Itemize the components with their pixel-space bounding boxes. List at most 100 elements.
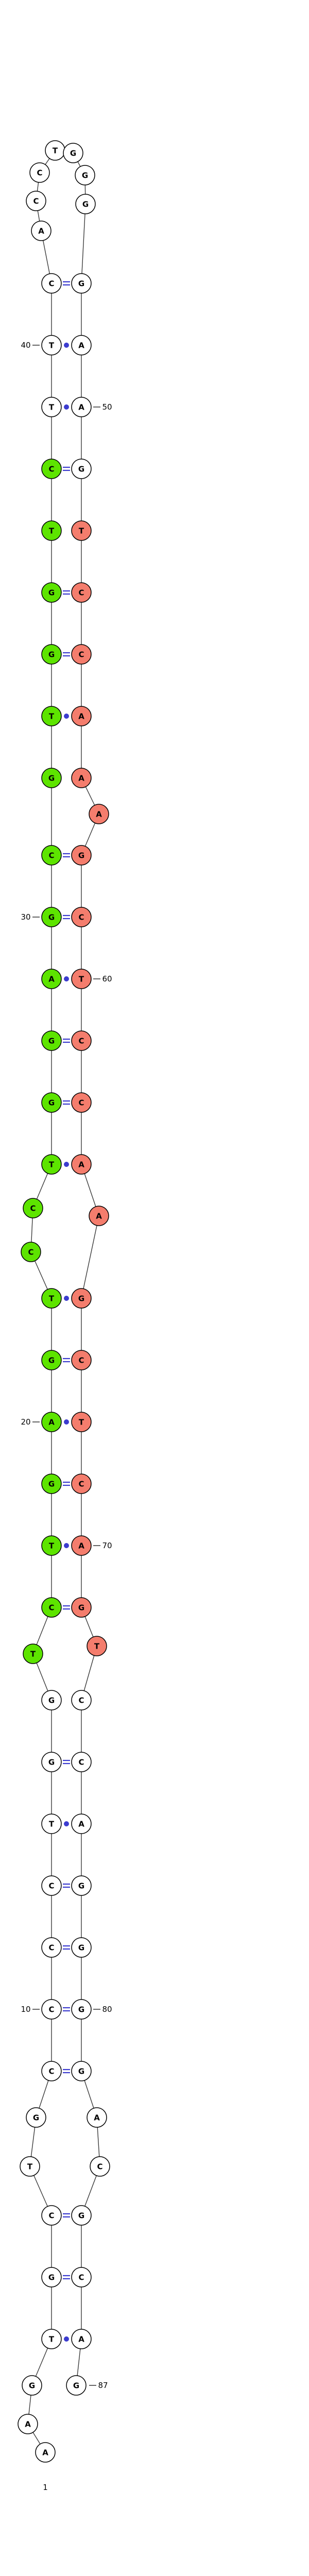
nucleotide-letter: G bbox=[78, 1294, 84, 1303]
nucleotide bbox=[71, 582, 92, 603]
nucleotide bbox=[41, 907, 62, 927]
nucleotide bbox=[89, 1206, 109, 1226]
nucleotide-letter: C bbox=[78, 588, 84, 598]
nucleotide bbox=[41, 459, 62, 479]
nucleotide bbox=[26, 2107, 46, 2128]
nucleotide-letter: C bbox=[78, 1480, 84, 1489]
nucleotide-letter: G bbox=[78, 1603, 84, 1613]
nucleotide bbox=[35, 2442, 56, 2463]
nucleotide-letter: C bbox=[48, 465, 54, 474]
nucleotide bbox=[71, 1999, 92, 2020]
nucleotide-letter: T bbox=[49, 403, 55, 412]
nucleotide-letter: T bbox=[79, 1418, 84, 1427]
position-label: 50 bbox=[102, 402, 112, 412]
nucleotide bbox=[71, 1154, 92, 1175]
nucleotide bbox=[71, 1412, 92, 1432]
nucleotide bbox=[71, 2205, 92, 2226]
nucleotide bbox=[41, 845, 62, 866]
nucleotide-letter: C bbox=[48, 1882, 54, 1891]
nucleotide bbox=[41, 2267, 62, 2287]
nucleotide-letter: G bbox=[48, 1758, 55, 1767]
nucleotide bbox=[71, 1535, 92, 1556]
nucleotide bbox=[41, 1752, 62, 1772]
nucleotide-letter: A bbox=[38, 227, 44, 236]
nucleotide-letter: G bbox=[48, 1356, 55, 1365]
nucleotide bbox=[71, 1092, 92, 1113]
nucleotide-letter: C bbox=[48, 1603, 54, 1613]
position-label: 10 bbox=[21, 2005, 30, 2014]
nucleotide-letter: G bbox=[70, 149, 76, 158]
nucleotide-letter: C bbox=[48, 1943, 54, 1953]
nucleotide bbox=[71, 969, 92, 989]
nucleotide-letter: A bbox=[42, 2448, 48, 2458]
nucleotide-letter: A bbox=[78, 1160, 84, 1170]
nucleotide bbox=[71, 1875, 92, 1896]
nucleotide-letter: G bbox=[48, 1696, 55, 1705]
position-label: 60 bbox=[102, 974, 112, 984]
nucleotide-letter: T bbox=[94, 1642, 100, 1651]
nucleotide-letter: G bbox=[78, 2005, 84, 2014]
nucleotide-letter: T bbox=[49, 2335, 55, 2344]
position-label: 1 bbox=[43, 2483, 48, 2492]
nucleotide-letter: A bbox=[78, 712, 84, 721]
nucleotide bbox=[41, 1412, 62, 1432]
nucleotide-letter: G bbox=[48, 2273, 55, 2282]
wobble-bond-dot bbox=[64, 404, 69, 410]
nucleotide-letter: A bbox=[96, 810, 102, 819]
nucleotide bbox=[71, 845, 92, 866]
wobble-bond-dot bbox=[64, 1162, 69, 1167]
nucleotide-letter: G bbox=[48, 913, 55, 922]
nucleotide bbox=[20, 2156, 40, 2177]
nucleotide-letter: G bbox=[82, 171, 88, 180]
nucleotide bbox=[23, 1198, 43, 1218]
nucleotide bbox=[75, 194, 96, 214]
nucleotide-letter: T bbox=[49, 1820, 55, 1829]
nucleotide bbox=[71, 273, 92, 294]
position-label: 20 bbox=[21, 1417, 30, 1427]
nucleotide-letter: G bbox=[78, 1882, 84, 1891]
nucleotide bbox=[71, 459, 92, 479]
nucleotide bbox=[41, 1690, 62, 1710]
nucleotide bbox=[41, 1154, 62, 1175]
nucleotide-letter: G bbox=[48, 1098, 55, 1108]
nucleotide bbox=[71, 1690, 92, 1710]
nucleotide-letter: T bbox=[49, 527, 55, 536]
nucleotide-letter: A bbox=[48, 1418, 55, 1427]
position-label: 30 bbox=[21, 912, 30, 922]
wobble-bond-dot bbox=[64, 976, 69, 981]
nucleotide-letter: G bbox=[48, 650, 55, 659]
nucleotide bbox=[31, 221, 52, 241]
nucleotide bbox=[71, 1350, 92, 1370]
nucleotide bbox=[41, 1350, 62, 1370]
nucleotide bbox=[41, 1875, 62, 1896]
nucleotide bbox=[23, 1643, 43, 1664]
nucleotide-letter: A bbox=[25, 2420, 31, 2429]
nucleotide bbox=[21, 1242, 41, 1262]
nucleotide bbox=[41, 2205, 62, 2226]
nucleotide bbox=[41, 1535, 62, 1556]
nucleotide bbox=[66, 2375, 87, 2396]
nucleotide bbox=[87, 2107, 107, 2128]
nucleotide bbox=[41, 1597, 62, 1618]
nucleotide bbox=[41, 2329, 62, 2349]
position-label: 70 bbox=[102, 1541, 112, 1550]
position-label: 40 bbox=[21, 341, 30, 350]
nucleotide-letter: C bbox=[78, 1758, 84, 1767]
nucleotide bbox=[41, 397, 62, 417]
nucleotide bbox=[71, 1752, 92, 1772]
nucleotide bbox=[41, 1473, 62, 1494]
nucleotide-letter: C bbox=[78, 650, 84, 659]
nucleotide-letter: C bbox=[28, 1248, 33, 1257]
nucleotide-letter: C bbox=[48, 2067, 54, 2076]
nucleotide-letter: C bbox=[48, 851, 54, 860]
nucleotide bbox=[71, 1937, 92, 1958]
nucleotide-letter: C bbox=[78, 1696, 84, 1705]
nucleotide bbox=[71, 1030, 92, 1051]
nucleotide-letter: T bbox=[79, 975, 84, 984]
nucleotide-letter: G bbox=[73, 2381, 79, 2391]
nucleotide bbox=[71, 335, 92, 355]
nucleotide bbox=[41, 1030, 62, 1051]
nucleotide-letter: G bbox=[82, 200, 89, 209]
